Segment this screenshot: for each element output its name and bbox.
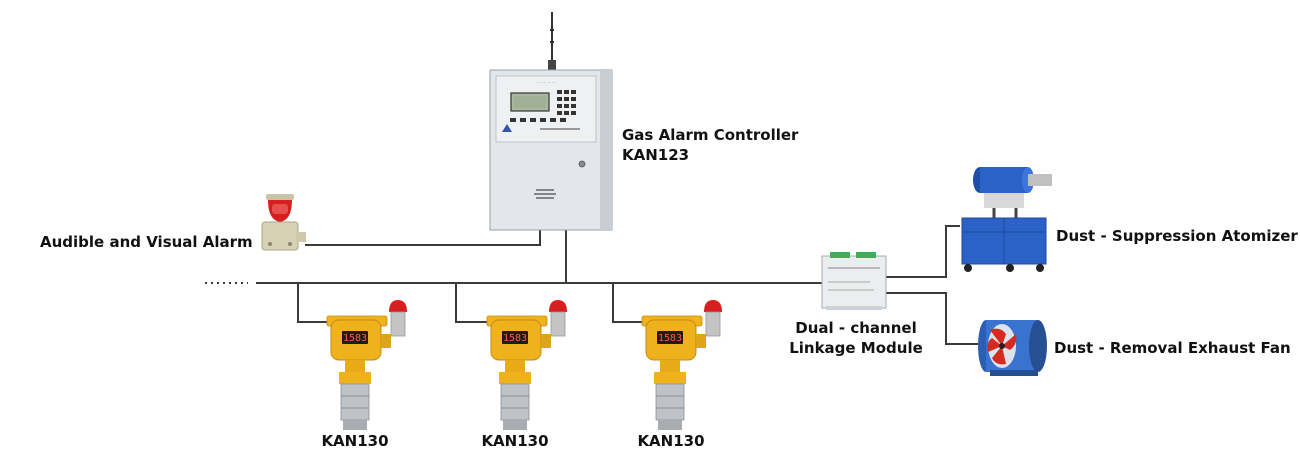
detector-beacon-icon [389,300,407,337]
audible-visual-alarm-icon [261,194,306,251]
gas-detector-3: 1583 [641,300,722,430]
detector-display-readout: 1583 [503,333,527,344]
detector-1-branch [297,283,335,323]
gas-alarm-controller-cabinet: · · · · · · · · [489,69,613,231]
controller-name-label: Gas Alarm Controller [622,126,799,144]
keypad-icon [557,90,576,115]
detector-1-model-label: KAN130 [321,432,388,450]
atomizer-connection-line [885,225,960,278]
dust-suppression-atomizer-icon [961,167,1052,272]
detector-3-model-label: KAN130 [637,432,704,450]
lock-icon [578,160,586,168]
fan-blades-icon [987,328,1017,365]
linkage-module-label-line2: Linkage Module [789,339,923,357]
alarm-connection-line [305,228,541,246]
function-buttons-icon [510,118,566,122]
antenna-icon [548,12,556,70]
alarm-label: Audible and Visual Alarm [40,233,253,251]
wiring [205,225,978,345]
fan-connection-line [885,292,978,345]
linkage-module-label-line1: Dual - channel [795,319,916,337]
atomizer-label: Dust - Suppression Atomizer [1056,227,1298,245]
gas-detector-2: 1583 [486,300,567,430]
buzzer-vent-icon [534,189,556,199]
dust-removal-exhaust-fan-icon [978,320,1047,376]
dual-channel-linkage-module-icon [821,252,887,310]
gas-detector-1: 1583 [326,300,407,430]
detector-display-readout: 1583 [658,333,682,344]
controller-model-label: KAN123 [622,146,689,164]
detector-3-branch [612,283,652,323]
brand-logo-icon [502,124,512,132]
detector-2-branch [455,283,495,323]
svg-text:· · · · · · · ·: · · · · · · · · [536,80,555,85]
detector-beacon-icon [549,300,567,337]
detector-beacon-icon [704,300,722,337]
exhaust-fan-label: Dust - Removal Exhaust Fan [1054,339,1291,357]
detector-2-model-label: KAN130 [481,432,548,450]
detector-display-readout: 1583 [343,333,367,344]
